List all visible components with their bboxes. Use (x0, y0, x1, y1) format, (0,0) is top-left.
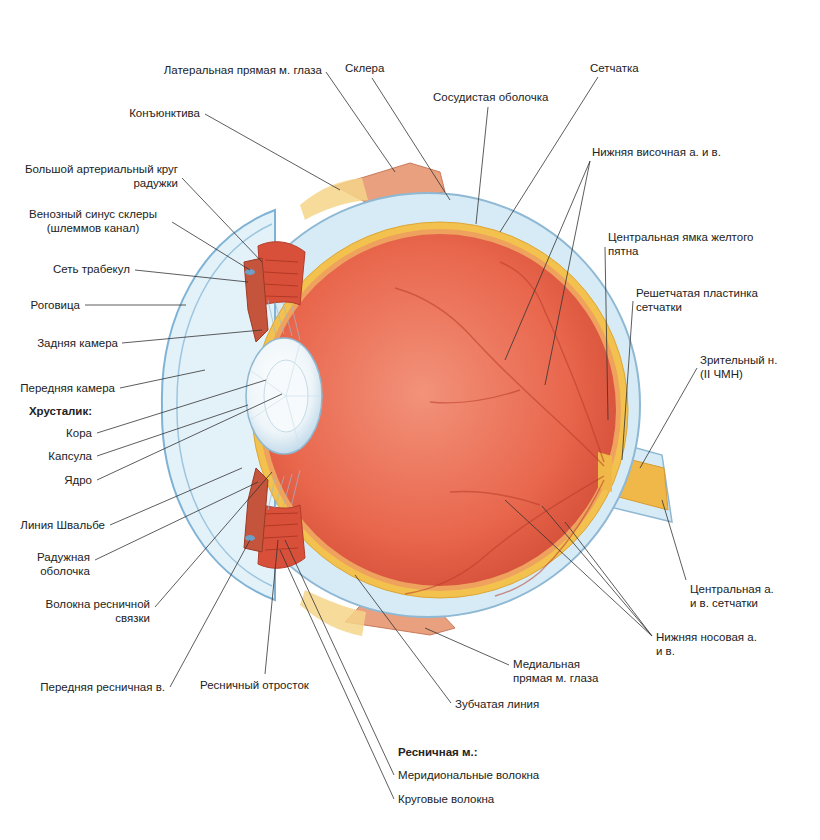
part-label: Капсула (10, 449, 92, 463)
optic-disc (598, 452, 612, 492)
retinal-vessels (395, 262, 604, 596)
part-label: Кора (10, 426, 92, 440)
part-label: Латеральная прямая м. глаза (82, 63, 322, 77)
part-label: Сеть трабекул (10, 262, 130, 276)
part-label: Круговые волокна (398, 792, 548, 806)
part-label: Венозный синус склеры (шлеммов канал) (18, 207, 168, 235)
part-label: Зрительный н. (II ЧМН) (700, 353, 780, 381)
part-label: Хрусталик: (10, 404, 92, 418)
part-label: Радужная оболочка (10, 550, 90, 578)
part-label: Меридиональные волокна (398, 768, 568, 782)
part-label: Решетчатая пластинка сетчатки (636, 286, 786, 314)
part-label: Склера (345, 61, 415, 75)
part-label: Центральная ямка желтого пятна (608, 230, 768, 258)
part-label: Волокна ресничной связки (10, 597, 150, 625)
part-label: Нижняя носовая а. и в. (656, 630, 766, 658)
part-label: Нижняя височная а. и в. (592, 145, 752, 159)
lens (246, 338, 322, 454)
part-label: Ресничный отросток (200, 678, 330, 692)
part-label: Зубчатая линия (455, 697, 575, 711)
sclera (216, 193, 640, 617)
part-label: Сетчатка (590, 61, 680, 75)
part-label: Передняя камера (10, 381, 115, 395)
iris (244, 258, 268, 342)
lens-fibers (250, 343, 321, 449)
part-label: Центральная а. и в. сетчатки (690, 582, 782, 610)
part-label: Сосудистая оболочка (433, 90, 573, 104)
part-label: Ядро (10, 473, 92, 487)
part-label: Большой артериальный круг радужки (23, 162, 178, 190)
part-label: Конъюнктива (80, 106, 200, 120)
part-label: Передняя ресничная в. (10, 680, 165, 694)
part-label: Линия Швальбе (10, 518, 105, 532)
part-label: Задняя камера (10, 336, 118, 350)
part-label: Ресничная м.: (398, 745, 518, 759)
part-label: Роговица (10, 298, 80, 312)
part-label: Медиальная прямая м. глаза (513, 657, 608, 685)
